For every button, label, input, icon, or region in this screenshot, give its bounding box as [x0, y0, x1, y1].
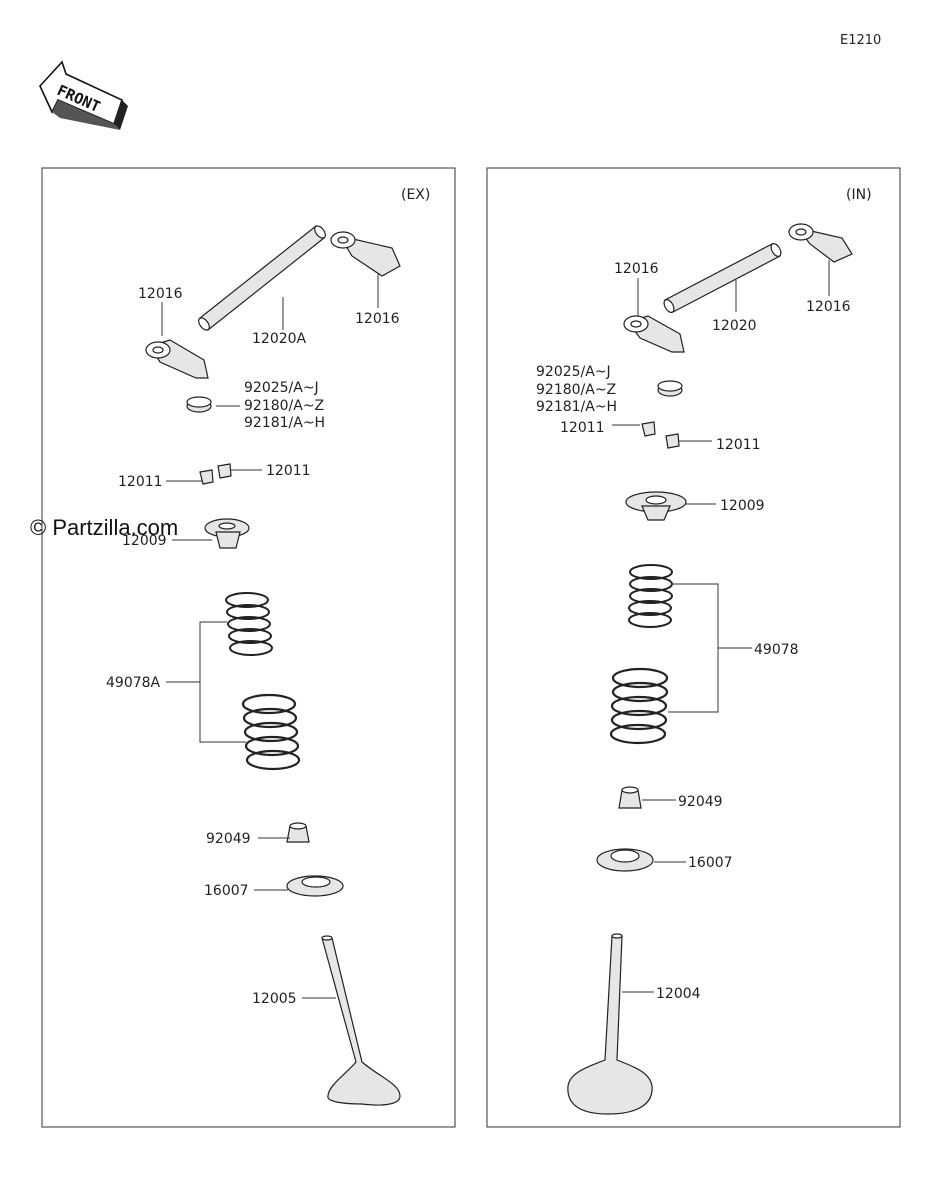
in-label-rocker-left: 12016	[614, 261, 659, 277]
in-rocker-arm-right	[788, 223, 853, 263]
in-cotter-pair	[641, 421, 680, 449]
in-label-seal: 92049	[678, 794, 723, 810]
in-label-spring: 49078	[754, 642, 799, 658]
ex-label-cotter-left: 12011	[118, 474, 163, 490]
ex-label-shaft: 12020A	[252, 331, 307, 347]
diagram-code: E1210	[840, 33, 881, 48]
in-rocker-shaft	[663, 243, 782, 313]
watermark: © Partzilla.com	[30, 515, 178, 540]
in-label-cotter-left: 12011	[560, 420, 605, 436]
ex-spring-retainer	[204, 518, 250, 549]
ex-label-seal: 92049	[206, 831, 251, 847]
in-label-shim-c: 92181/A~H	[536, 399, 617, 415]
ex-valve-spring-outer	[241, 693, 301, 771]
ex-rocker-arm-right	[330, 231, 401, 277]
ex-label-shim-b: 92180/A~Z	[244, 398, 324, 414]
ex-tag: (EX)	[401, 187, 430, 203]
in-valve-spring-inner	[628, 564, 673, 628]
ex-label-seat: 16007	[204, 883, 249, 899]
in-label-valve: 12004	[656, 986, 701, 1002]
in-label-shaft: 12020	[712, 318, 757, 334]
ex-valve-spring-inner	[225, 592, 273, 656]
in-valve-spring-outer	[609, 667, 669, 745]
in-spring-retainer	[625, 491, 687, 521]
in-spring-seat	[596, 848, 654, 872]
ex-label-spring: 49078A	[106, 675, 161, 691]
ex-valve-shim	[186, 396, 212, 413]
ex-label-rocker-left: 12016	[138, 286, 183, 302]
in-valve-shim	[657, 380, 683, 397]
ex-leader-lines	[161, 273, 379, 999]
in-label-rocker-right: 12016	[806, 299, 851, 315]
ex-label-rocker-right: 12016	[355, 311, 400, 327]
ex-label-cotter-right: 12011	[266, 463, 311, 479]
intake-panel	[486, 167, 901, 1128]
ex-label-retainer: 12009	[122, 533, 167, 549]
in-label-shim-a: 92025/A~J	[536, 364, 611, 380]
in-rocker-arm-left	[623, 315, 685, 353]
in-tag: (IN)	[846, 187, 872, 203]
in-label-cotter-right: 12011	[716, 437, 761, 453]
ex-label-shim-c: 92181/A~H	[244, 415, 325, 431]
ex-rocker-arm-left	[145, 339, 209, 379]
in-leader-lines	[612, 260, 830, 993]
ex-stem-seal	[286, 822, 310, 843]
exhaust-panel	[41, 167, 456, 1128]
ex-rocker-shaft	[198, 225, 326, 331]
ex-valve	[321, 935, 401, 1106]
in-valve	[567, 933, 653, 1115]
ex-label-valve: 12005	[252, 991, 297, 1007]
in-label-shim-b: 92180/A~Z	[536, 382, 616, 398]
in-label-retainer: 12009	[720, 498, 765, 514]
ex-spring-seat	[286, 875, 344, 897]
ex-label-shim-a: 92025/A~J	[244, 380, 319, 396]
in-stem-seal	[618, 786, 642, 809]
in-label-seat: 16007	[688, 855, 733, 871]
front-arrow-icon: FRONT	[39, 60, 128, 130]
ex-cotter-pair	[199, 463, 232, 485]
